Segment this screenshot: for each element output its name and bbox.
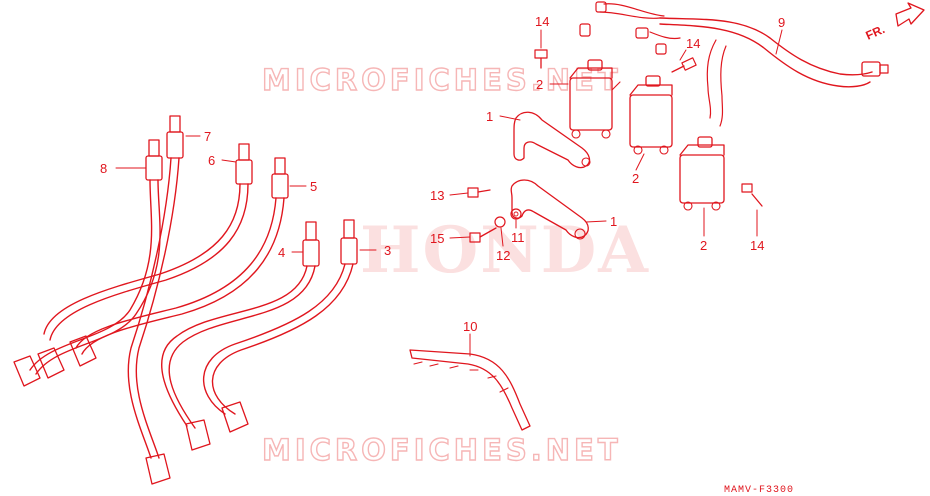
callout-13: 13 xyxy=(430,188,444,203)
callout-14-top-left: 14 xyxy=(535,14,549,29)
plug-lead-5 xyxy=(69,157,289,367)
front-direction-arrow: FR. xyxy=(864,2,925,43)
callout-14-right: 14 xyxy=(750,238,764,253)
callout-2-middle: 2 xyxy=(632,171,639,186)
callout-8: 8 xyxy=(100,161,107,176)
callout-14-top-middle: 14 xyxy=(686,36,700,51)
watermark-bottom: MICROFICHES.NET xyxy=(262,433,622,467)
coil-bracket-upper xyxy=(513,111,591,169)
callout-5: 5 xyxy=(310,179,317,194)
callout-6: 6 xyxy=(208,153,215,168)
callout-1-upper: 1 xyxy=(486,109,493,124)
collar-12 xyxy=(494,216,506,228)
ignition-coil-upper xyxy=(569,59,621,139)
washer-11 xyxy=(510,208,522,220)
ignition-coil-lower xyxy=(679,136,725,211)
leader-lines xyxy=(115,29,783,357)
wire-harness xyxy=(579,1,889,127)
callout-7: 7 xyxy=(204,129,211,144)
plug-lead-4 xyxy=(161,221,320,451)
callout-3: 3 xyxy=(384,243,391,258)
callout-labels: 14 2 1 14 9 2 2 14 13 1 15 11 12 7 8 6 5… xyxy=(100,14,785,334)
bolt-top-left xyxy=(534,49,548,69)
plug-lead-8 xyxy=(13,139,163,387)
watermark-top: MICROFICHES.NET xyxy=(262,63,622,97)
callout-1-lower: 1 xyxy=(610,214,617,229)
diagram-code: MAMV-F3300 xyxy=(724,485,794,496)
callout-2-lower: 2 xyxy=(700,238,707,253)
front-direction-label: FR. xyxy=(864,22,887,43)
callout-12: 12 xyxy=(496,248,510,263)
bolt-top-middle xyxy=(671,57,697,73)
bolt-right xyxy=(741,183,763,207)
cable-clamp xyxy=(409,349,531,431)
ignition-coil-middle xyxy=(629,75,673,155)
coil-bracket-lower xyxy=(510,179,589,240)
callout-9-harness: 9 xyxy=(778,15,785,30)
bolt-13 xyxy=(467,187,491,198)
callout-4: 4 xyxy=(278,245,285,260)
callout-15: 15 xyxy=(430,231,444,246)
callout-2-upper: 2 xyxy=(536,77,543,92)
callout-10: 10 xyxy=(463,319,477,334)
callout-11: 11 xyxy=(511,230,525,245)
plug-lead-6 xyxy=(37,143,253,379)
plug-lead-3 xyxy=(202,219,358,433)
plug-lead-7 xyxy=(127,115,184,485)
